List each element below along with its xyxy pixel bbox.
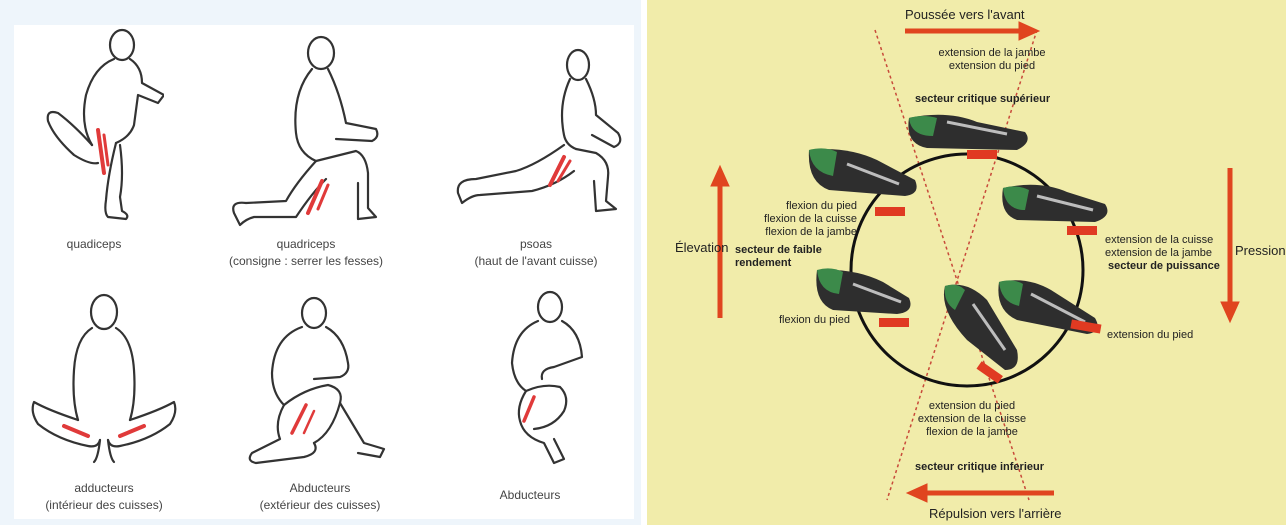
upper-left-line-2: flexion de la cuisse (735, 213, 857, 226)
caption-6-line-1: Abducteurs (420, 487, 640, 504)
right-sector-label: secteur de puissance (1108, 260, 1220, 273)
bottom-text: extension du pied extension de la cuisse… (917, 400, 1027, 439)
caption-2-line-1: quadriceps (196, 236, 416, 253)
caption-4: adducteurs (intérieur des cuisses) (0, 480, 214, 514)
upper-right-line-2: extension de la jambe (1105, 247, 1213, 260)
shoe-upper-right (1002, 185, 1107, 235)
caption-5-line-2: (extérieur des cuisses) (210, 497, 430, 514)
caption-4-line-1: adducteurs (0, 480, 214, 497)
top-text: extension de la jambe extension du pied (937, 47, 1047, 73)
lower-left-text: flexion du pied (779, 314, 850, 327)
bottom-text-line-3: flexion de la jambe (917, 426, 1027, 439)
caption-5: Abducteurs (extérieur des cuisses) (210, 480, 430, 514)
bottom-text-line-1: extension du pied (917, 400, 1027, 413)
caption-3: psoas (haut de l'avant cuisse) (426, 236, 646, 270)
caption-6: Abducteurs (420, 487, 640, 504)
psoas-figure (446, 45, 626, 225)
shoe-lower-right (998, 280, 1101, 334)
caption-1: quadiceps (0, 236, 204, 253)
caption-5-line-1: Abducteurs (210, 480, 430, 497)
bottom-text-line-2: extension de la cuisse (917, 413, 1027, 426)
stretching-figures-area: quadiceps quadriceps (consigne : serrer … (14, 25, 634, 519)
quadriceps-lunge-figure (226, 33, 396, 233)
caption-2: quadriceps (consigne : serrer les fesses… (196, 236, 416, 270)
right-arrow-label: Pression (1235, 244, 1286, 257)
caption-2-line-2: (consigne : serrer les fesses) (196, 253, 416, 270)
caption-3-line-1: psoas (426, 236, 646, 253)
upper-left-text: flexion du pied flexion de la cuisse fle… (735, 200, 857, 239)
bottom-arrow-head (907, 484, 927, 502)
top-arrow-head (1019, 22, 1039, 40)
right-arrow-head (1221, 302, 1239, 322)
adductors-figure (28, 290, 178, 470)
caption-3-line-2: (haut de l'avant cuisse) (426, 253, 646, 270)
top-text-line-2: extension du pied (937, 60, 1047, 73)
abductors-seated-figure (484, 287, 604, 467)
upper-right-text: extension de la cuisse extension de la j… (1105, 234, 1213, 260)
pedaling-cycle-panel: Poussée vers l'avant Répulsion vers l'ar… (647, 0, 1286, 525)
shoe-top (908, 115, 1027, 159)
quadriceps-standing-figure (34, 25, 164, 230)
upper-left-line-1: flexion du pied (735, 200, 857, 213)
top-arrow-label: Poussée vers l'avant (905, 8, 1025, 21)
abductors-twist-figure (244, 293, 394, 478)
left-sector-label: secteur de faible rendement (735, 244, 822, 270)
upper-right-line-1: extension de la cuisse (1105, 234, 1213, 247)
bottom-sector-label: secteur critique inferieur (915, 461, 1044, 474)
left-arrow-label: Élevation (675, 241, 728, 254)
lower-right-text: extension du pied (1107, 329, 1193, 342)
bottom-arrow-label: Répulsion vers l'arrière (929, 507, 1062, 520)
top-text-line-1: extension de la jambe (937, 47, 1047, 60)
caption-4-line-2: (intérieur des cuisses) (0, 497, 214, 514)
left-sector-line-2: rendement (735, 257, 822, 270)
caption-1-line-1: quadiceps (0, 236, 204, 253)
left-sector-line-1: secteur de faible (735, 244, 822, 257)
left-arrow-head (711, 166, 729, 186)
stretching-panel: quadiceps quadriceps (consigne : serrer … (0, 0, 641, 525)
upper-left-line-3: flexion de la jambe (735, 226, 857, 239)
top-sector-label: secteur critique supérieur (915, 93, 1050, 106)
